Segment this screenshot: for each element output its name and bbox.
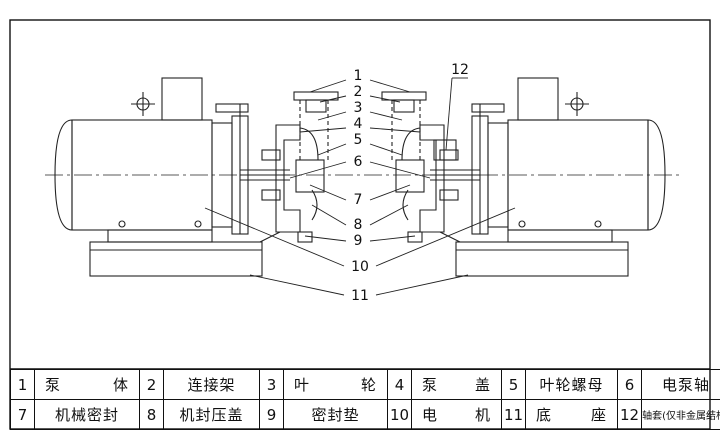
part-name: 叶 轮 (283, 369, 388, 400)
part-name: 轴套(仅非金属结构) (641, 399, 720, 430)
callout-8: 8 (354, 217, 363, 233)
callout-1: 1 (354, 68, 363, 84)
callout-4: 4 (354, 116, 363, 132)
part-number: 1 (10, 369, 35, 400)
part-name: 机械密封 (34, 399, 140, 430)
part-number: 4 (387, 369, 412, 400)
callout-2: 2 (354, 84, 363, 100)
part-name: 电 机 (411, 399, 502, 430)
part-number: 3 (259, 369, 284, 400)
part-number: 8 (139, 399, 164, 430)
callout-9: 9 (354, 233, 363, 249)
part-number: 7 (10, 399, 35, 430)
part-number: 6 (617, 369, 642, 400)
right-motor (430, 77, 666, 243)
part-number: 5 (501, 369, 526, 400)
callout-10: 10 (351, 259, 369, 275)
callout-12: 12 (451, 62, 469, 78)
callout-11: 11 (351, 288, 369, 304)
part-number: 2 (139, 369, 164, 400)
part-name: 密封垫 (283, 399, 388, 430)
callout-7: 7 (354, 192, 363, 208)
left-pump-head (259, 91, 339, 243)
part-name: 电泵轴 (641, 369, 720, 400)
parts-list-table: 1 泵 体 2 连接架 3 叶 轮 4 泵 盖 5 叶轮螺母 6 电泵轴 7 机… (10, 369, 720, 430)
part-number: 9 (259, 399, 284, 430)
left-motor (54, 77, 290, 243)
part-number: 10 (387, 399, 412, 430)
part-name: 泵 体 (34, 369, 140, 400)
part-name: 机封压盖 (163, 399, 260, 430)
right-base (455, 241, 629, 277)
part-name: 叶轮螺母 (525, 369, 618, 400)
parts-row-2: 7 机械密封 8 机封压盖 9 密封垫 10 电 机 11 底 座 12 轴套(… (10, 399, 720, 430)
part-name: 泵 盖 (411, 369, 502, 400)
part-name: 连接架 (163, 369, 260, 400)
part-name: 底 座 (525, 399, 618, 430)
callout-6: 6 (354, 154, 363, 170)
part-number: 12 (617, 399, 642, 430)
callout-3: 3 (354, 100, 363, 116)
part-number: 11 (501, 399, 526, 430)
pump-cross-section-drawing: 1 2 3 4 5 6 7 8 9 10 11 12 (45, 62, 680, 304)
callout-5: 5 (354, 132, 363, 148)
parts-row-1: 1 泵 体 2 连接架 3 叶 轮 4 泵 盖 5 叶轮螺母 6 电泵轴 (10, 369, 720, 400)
leader-lines (204, 77, 516, 296)
left-base (89, 241, 263, 277)
right-pump-head (381, 91, 461, 243)
